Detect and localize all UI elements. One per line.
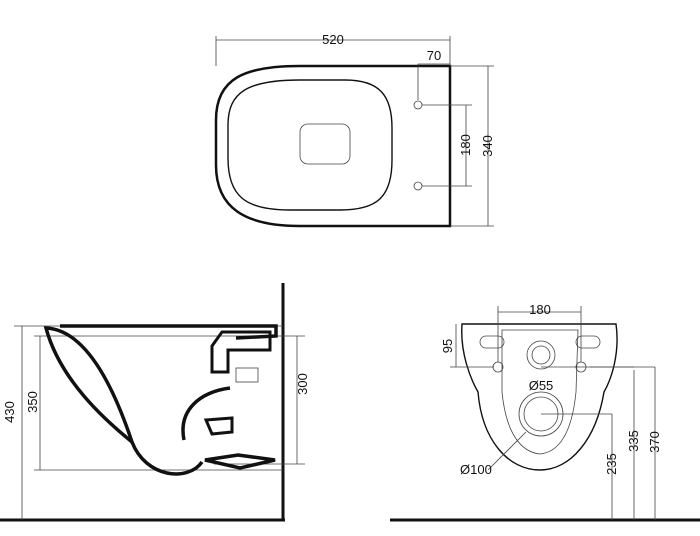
dim-top-width-label: 520 — [322, 32, 344, 47]
top-view-fixing-hole-lower — [413, 181, 423, 191]
front-view-back-plate — [501, 329, 579, 455]
dim-top-hole-spacing: 180 — [422, 104, 473, 187]
dim-front-outlet-height: 235 — [604, 414, 619, 520]
dim-side-bowl-height: 350 — [25, 336, 41, 470]
front-view-inlet — [526, 340, 556, 370]
front-view-slot-right — [575, 335, 601, 349]
dim-front-inlet-height-label: 335 — [626, 430, 641, 452]
dim-top-offset: 70 — [417, 48, 450, 100]
dim-top-width: 520 — [215, 32, 451, 66]
side-view-seat — [43, 326, 136, 448]
front-view: 180 95 Ø55 Ø100 235 335 — [390, 302, 700, 522]
dim-side-overall-height: 430 — [2, 326, 23, 520]
dim-front-hole-spacing: 180 — [497, 302, 582, 362]
dim-front-vertical-offset-label: 95 — [440, 339, 455, 353]
dim-top-hole-spacing-label: 180 — [458, 134, 473, 156]
side-view-outlet — [203, 330, 272, 436]
dim-side-fixing-height: 300 — [283, 335, 310, 464]
top-view-drain — [299, 123, 351, 165]
side-view-bowl — [60, 324, 278, 476]
dim-front-outlet-diameter-label: Ø100 — [460, 462, 492, 477]
dim-front-fixing-height: 370 — [647, 367, 662, 520]
dim-front-inlet-diameter-label: Ø55 — [529, 378, 554, 393]
dim-top-depth: 340 — [450, 65, 495, 227]
top-view: 520 70 180 340 — [214, 32, 495, 228]
dim-front-outlet-diameter: Ø100 — [460, 431, 527, 477]
front-view-fixing-hole-left — [492, 361, 504, 373]
top-view-inner-rim — [227, 79, 393, 211]
top-view-fixing-hole-upper — [413, 100, 423, 110]
front-view-slot-left — [479, 335, 505, 349]
side-view-connector — [235, 367, 259, 383]
dim-front-vertical-offset: 95 — [440, 324, 494, 368]
dim-side-bowl-height-label: 350 — [25, 391, 40, 413]
dim-top-depth-label: 340 — [480, 135, 495, 157]
dim-front-inlet-height: 335 — [626, 370, 641, 520]
front-view-body — [461, 323, 618, 471]
dim-front-outlet-height-label: 235 — [604, 453, 619, 475]
top-view-bowl-outline — [214, 64, 452, 228]
dim-front-fixing-height-label: 370 — [647, 431, 662, 453]
dim-side-overall-height-label: 430 — [2, 401, 17, 423]
side-view: 430 350 300 — [0, 283, 310, 522]
dim-front-hole-spacing-label: 180 — [529, 302, 551, 317]
dim-side-fixing-height-label: 300 — [295, 373, 310, 395]
dim-top-offset-label: 70 — [427, 48, 441, 63]
